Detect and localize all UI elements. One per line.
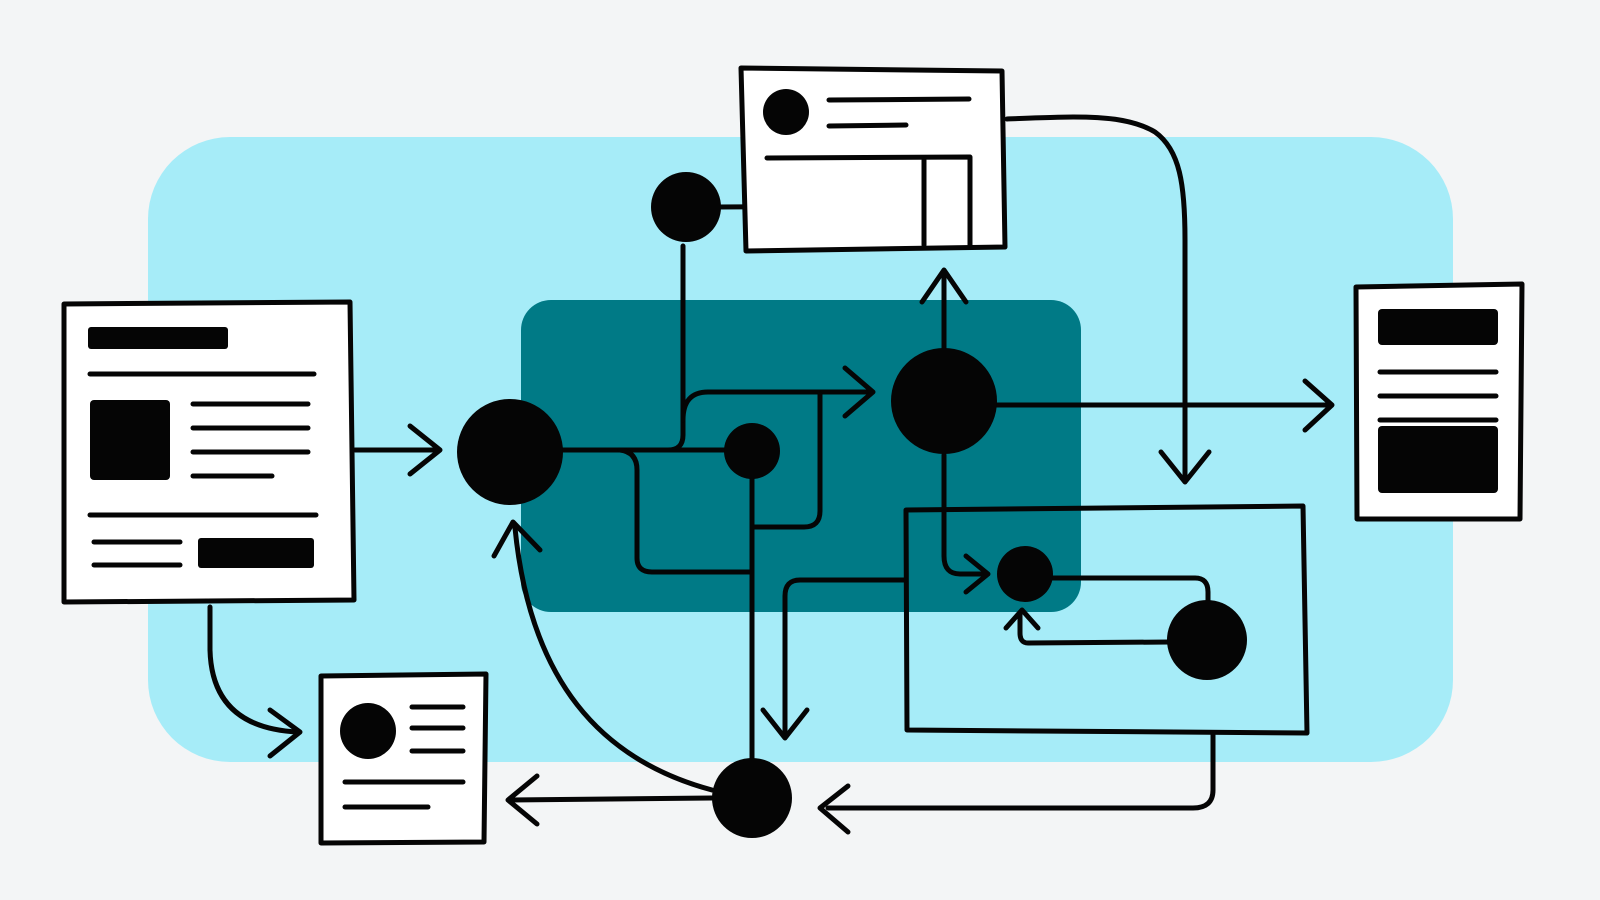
arrowhead-card-to-frame [1158, 449, 1212, 485]
arrowhead-form-to-profile [267, 707, 303, 759]
image-placeholder-icon [90, 400, 170, 480]
elbow-junction-up [749, 391, 823, 530]
elbow-frame-to-bottom [782, 577, 909, 738]
card-profile-bottom [318, 671, 489, 846]
inner-region [521, 300, 1081, 612]
arrowhead-curve-to-hub [491, 519, 543, 559]
arrowhead-frame-to-bottom [760, 707, 810, 741]
card-form-left [61, 299, 357, 605]
node-small-right [997, 546, 1053, 602]
arrow-node-bottom-to-profile [507, 795, 715, 803]
curve-card-to-frame [1004, 114, 1188, 481]
hub-center [891, 348, 997, 454]
arrowhead-right-to-small [1003, 607, 1041, 631]
arrowhead-hub-to-list [1302, 378, 1335, 433]
arrowhead-hub-to-small-right [963, 553, 991, 595]
card-profile-top [738, 65, 1008, 254]
elbow-right-to-small [1017, 611, 1173, 646]
node-bottom [712, 758, 792, 838]
elbow-frame-to-node-bottom [825, 732, 1216, 811]
arrowhead-node-bottom-to-profile [505, 773, 540, 827]
node-right [1167, 600, 1247, 680]
junction-small [724, 423, 780, 479]
hub-left [457, 399, 563, 505]
elbow-hub-lower [617, 447, 753, 575]
avatar-icon [340, 703, 396, 759]
elbow-hub-to-small-right [941, 452, 987, 577]
elbow-small-to-right [1037, 575, 1211, 615]
arrowhead-form-to-hub [407, 423, 443, 477]
curve-bottom-to-hub [512, 525, 715, 793]
arrowhead-frame-to-node-bottom [817, 783, 851, 835]
avatar-icon [763, 89, 809, 135]
arrow-form-to-profile [207, 604, 301, 735]
arrowhead-to-hub-center [842, 365, 876, 419]
arrowhead-hub-to-card-top [919, 267, 969, 305]
elbow-to-hub-center [680, 389, 873, 423]
right-frame [903, 503, 1310, 736]
node-top [651, 172, 721, 242]
card-list-right [1353, 281, 1525, 522]
